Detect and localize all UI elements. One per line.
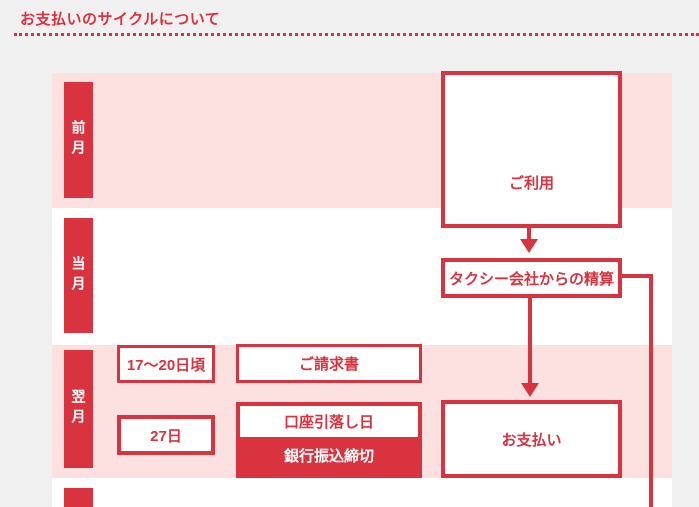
band-following-month [52, 478, 672, 507]
payment-label: お支払い [501, 431, 562, 449]
month-label-current: 当月 [64, 218, 93, 333]
page-title: お支払いのサイクルについて [20, 11, 221, 28]
debit-date-box: 27日 [117, 415, 215, 455]
payment-box: お支払い [441, 400, 622, 478]
invoice-period-box: 17〜20日頃 [117, 345, 215, 383]
connector-settlement-right [622, 274, 653, 278]
month-label-following [64, 488, 93, 507]
invoice-period-label: 17〜20日頃 [126, 356, 206, 374]
arrow-down-icon [521, 383, 539, 397]
usage-label: ご利用 [508, 175, 554, 192]
month-label-next: 翌月 [64, 350, 93, 468]
invoice-label: ご請求書 [298, 356, 359, 373]
settlement-label: タクシー会社からの精算 [448, 270, 614, 288]
dotted-divider [14, 33, 699, 36]
debit-date-label: 27日 [150, 427, 182, 445]
arrow-down-icon [520, 239, 538, 253]
arrow-settlement-to-payment [528, 298, 532, 383]
debit-deadline-box: 口座引落し日 銀行振込締切 [236, 402, 422, 478]
connector-vertical-right [649, 274, 653, 507]
month-label-previous: 前月 [64, 82, 93, 198]
bank-transfer-deadline-label: 銀行振込締切 [240, 437, 418, 474]
usage-box: ご利用 [441, 71, 622, 228]
arrow-usage-to-settlement [527, 228, 531, 239]
settlement-box: タクシー会社からの精算 [441, 258, 622, 298]
debit-day-label: 口座引落し日 [240, 406, 418, 437]
invoice-box: ご請求書 [236, 344, 422, 383]
